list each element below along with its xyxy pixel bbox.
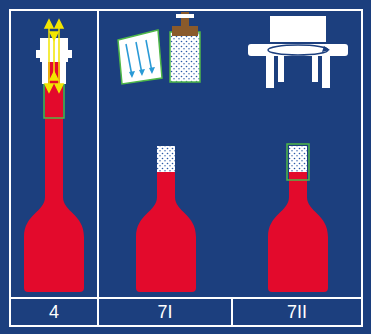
bottle [24, 60, 84, 292]
bottle [136, 146, 196, 292]
bottle [268, 144, 328, 292]
step-number: 7II [287, 303, 307, 321]
crimping-head [248, 16, 348, 88]
divider [97, 10, 99, 326]
capping-head [36, 20, 72, 92]
frame [10, 10, 362, 326]
divider [10, 297, 362, 299]
step-number: 4 [49, 303, 59, 321]
step-number: 7I [157, 303, 172, 321]
divider [231, 298, 233, 326]
cork-feeder [118, 12, 200, 84]
